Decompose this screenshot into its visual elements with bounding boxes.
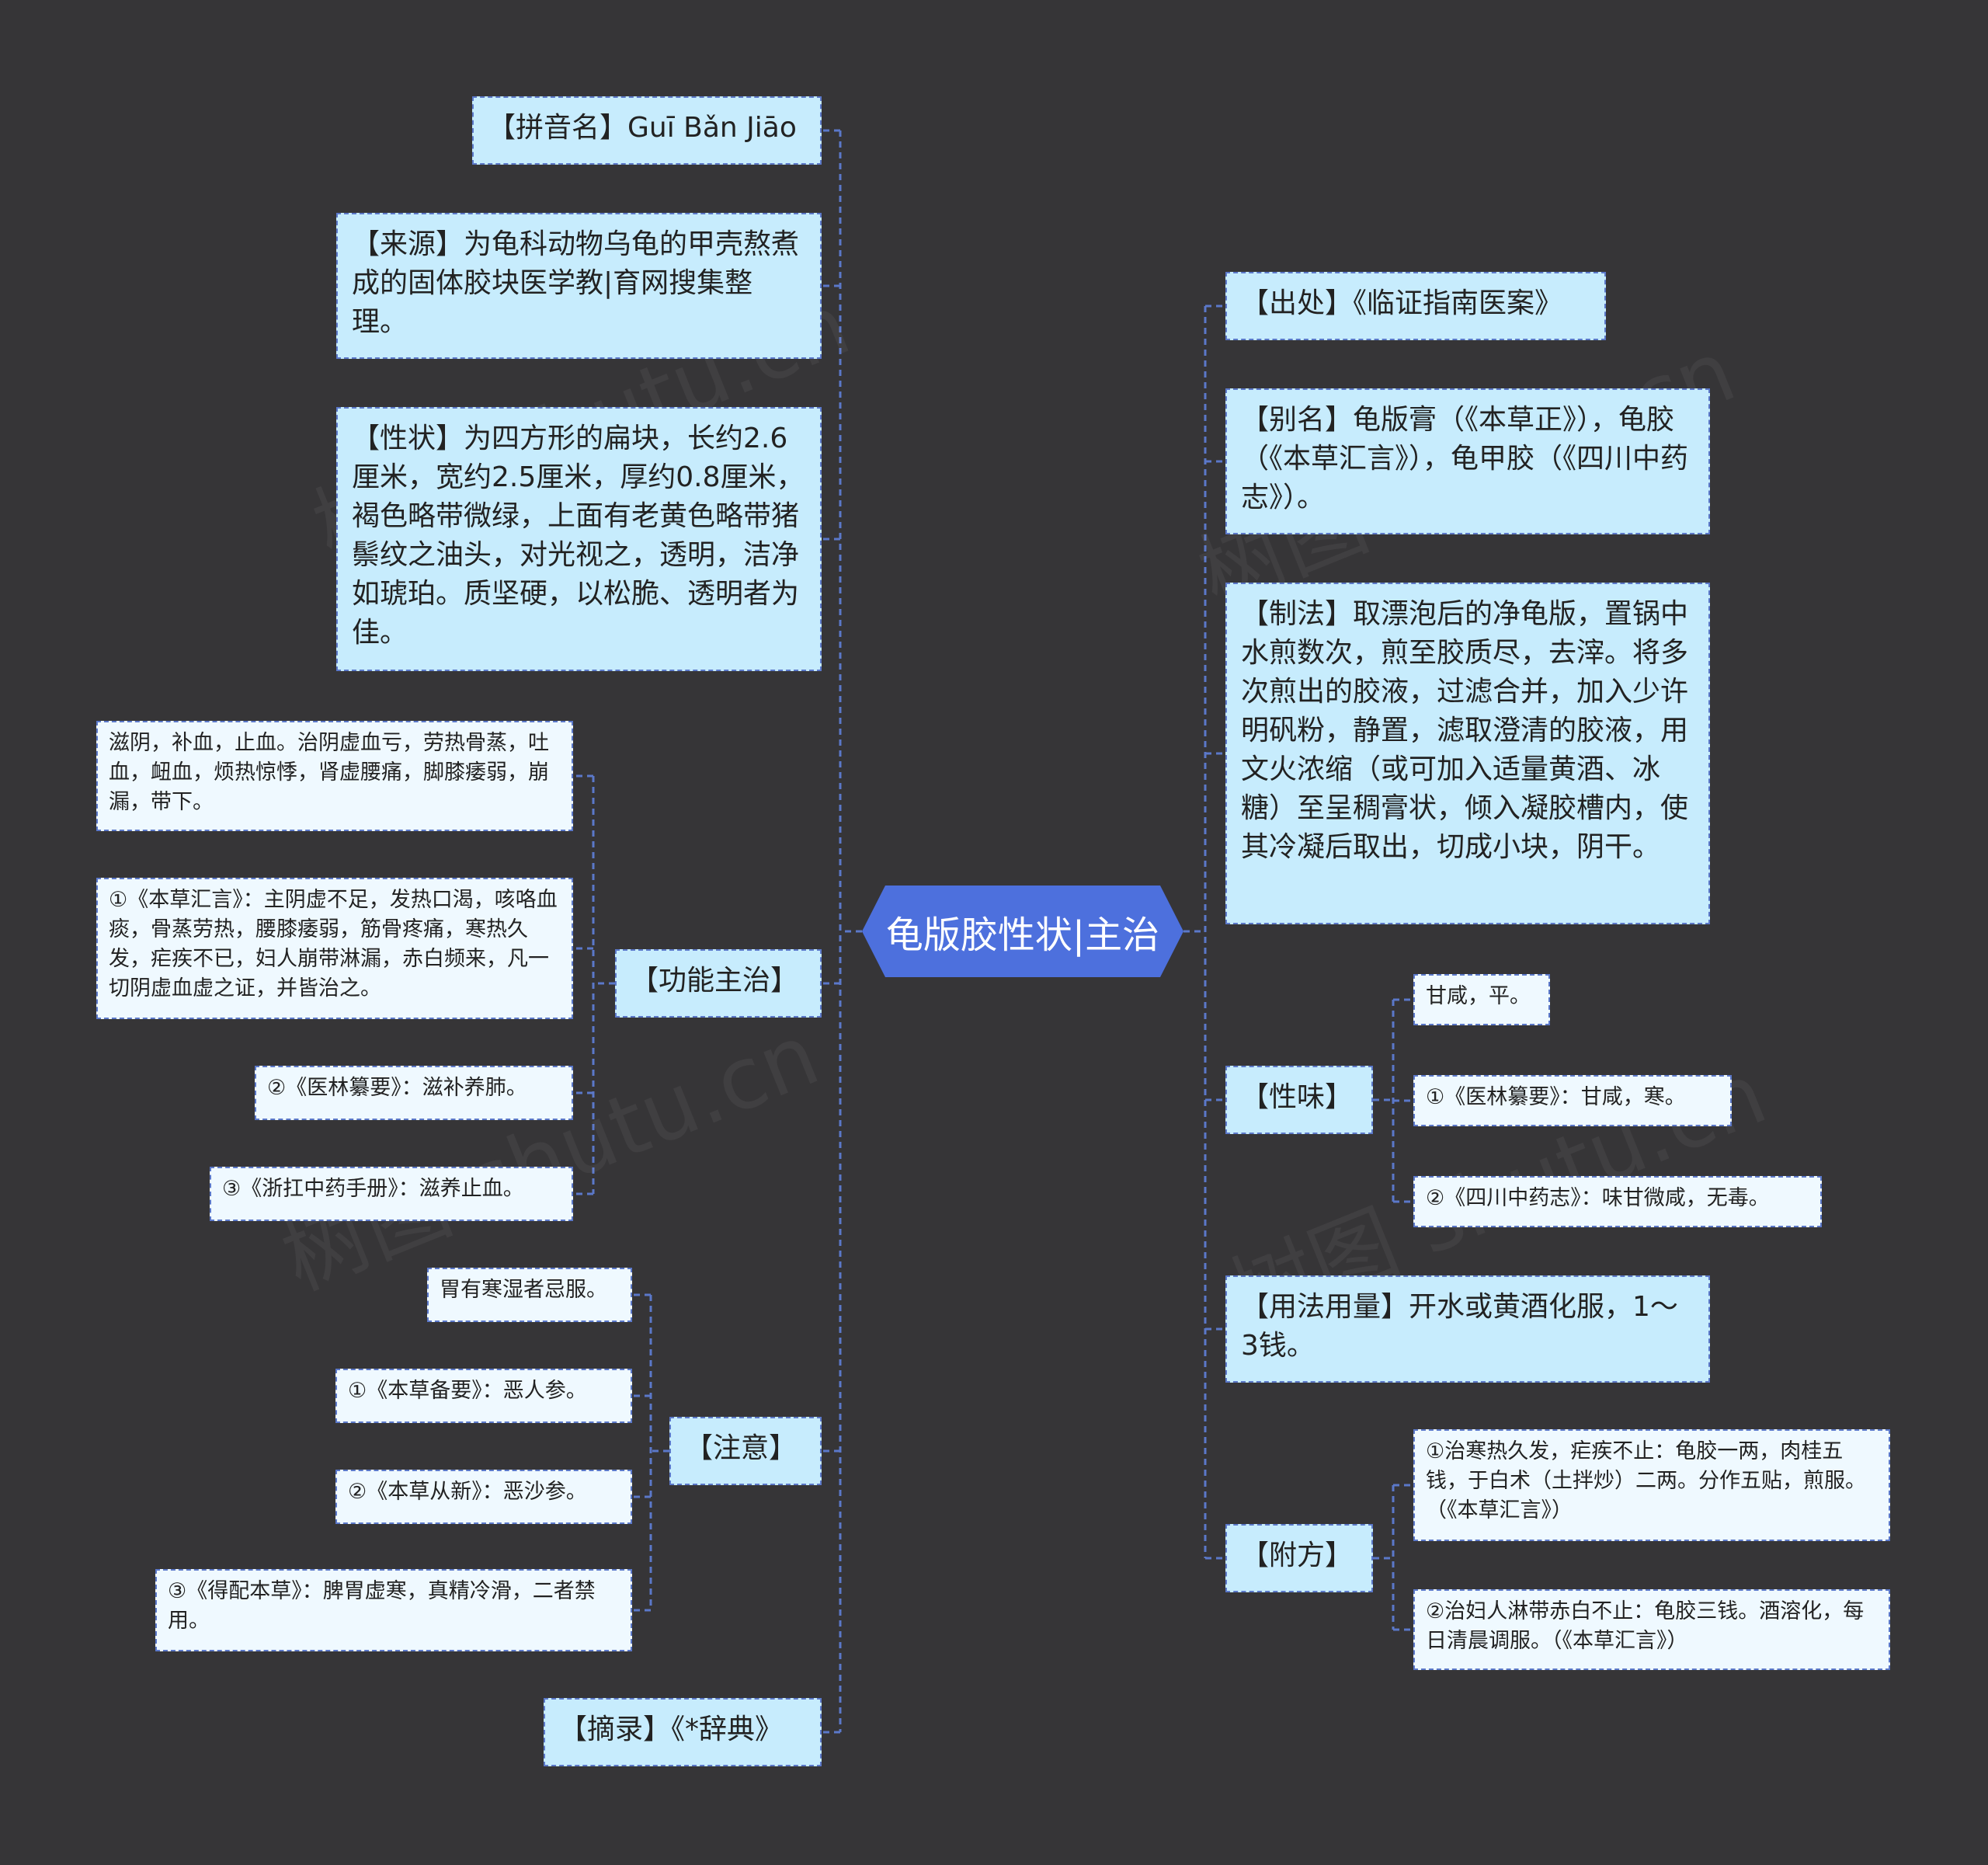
- topic-taste[interactable]: 【性味】: [1225, 1066, 1373, 1134]
- topic-pinyin[interactable]: 【拼音名】Guī Bǎn Jiāo: [472, 96, 822, 165]
- topic-alias[interactable]: 【别名】龟版膏（《本草正》），龟胶（《本草汇言》），龟甲胶（《四川中药志》）。: [1225, 388, 1710, 534]
- caution-item[interactable]: 胃有寒湿者忌服。: [427, 1268, 632, 1322]
- topic-excerpt[interactable]: 【摘录】《*辞典》: [544, 1698, 822, 1766]
- function-item[interactable]: 滋阴，补血，止血。治阴虚血亏，劳热骨蒸，吐血，衄血，烦热惊悸，肾虚腰痛，脚膝痿弱…: [96, 721, 573, 831]
- formula-item[interactable]: ①治寒热久发，疟疾不止：龟胶一两，肉桂五钱，于白术（土拌炒）二两。分作五贴，煎服…: [1413, 1429, 1890, 1541]
- function-item[interactable]: ①《本草汇言》：主阴虚不足，发热口渴，咳咯血痰，骨蒸劳热，腰膝痿弱，筋骨疼痛，寒…: [96, 878, 573, 1019]
- topic-usage[interactable]: 【用法用量】开水或黄酒化服，1～3钱。: [1225, 1275, 1710, 1383]
- topic-formula[interactable]: 【附方】: [1225, 1524, 1373, 1592]
- topic-properties[interactable]: 【性状】为四方形的扁块，长约2.6厘米，宽约2.5厘米，厚约0.8厘米，褐色略带…: [336, 407, 822, 671]
- formula-item[interactable]: ②治妇人淋带赤白不止：龟胶三钱。酒溶化，每日清晨调服。（《本草汇言》）: [1413, 1589, 1890, 1670]
- topic-source[interactable]: 【来源】为龟科动物乌龟的甲壳熬煮成的固体胶块医学教|育网搜集整理。: [336, 213, 822, 359]
- topic-origin[interactable]: 【出处】《临证指南医案》: [1225, 272, 1606, 340]
- taste-item[interactable]: ②《四川中药志》：味甘微咸，无毒。: [1413, 1176, 1822, 1227]
- center-topic[interactable]: 龟版胶性状|主治: [862, 886, 1183, 977]
- function-item[interactable]: ②《医林纂要》：滋补养肺。: [255, 1066, 573, 1120]
- topic-function[interactable]: 【功能主治】: [615, 949, 822, 1018]
- function-item[interactable]: ③《浙扛中药手册》：滋养止血。: [210, 1167, 573, 1221]
- caution-item[interactable]: ①《本草备要》：恶人参。: [335, 1369, 632, 1423]
- taste-item[interactable]: 甘咸，平。: [1413, 974, 1550, 1025]
- topic-caution[interactable]: 【注意】: [669, 1417, 822, 1485]
- caution-item[interactable]: ③《得配本草》：脾胃虚寒，真精冷滑，二者禁用。: [155, 1569, 632, 1651]
- taste-item[interactable]: ①《医林纂要》：甘咸，寒。: [1413, 1075, 1732, 1126]
- caution-item[interactable]: ②《本草从新》：恶沙参。: [335, 1470, 632, 1524]
- topic-preparation[interactable]: 【制法】取漂泡后的净龟版，置锅中水煎数次，煎至胶质尽，去滓。将多次煎出的胶液，过…: [1225, 583, 1710, 924]
